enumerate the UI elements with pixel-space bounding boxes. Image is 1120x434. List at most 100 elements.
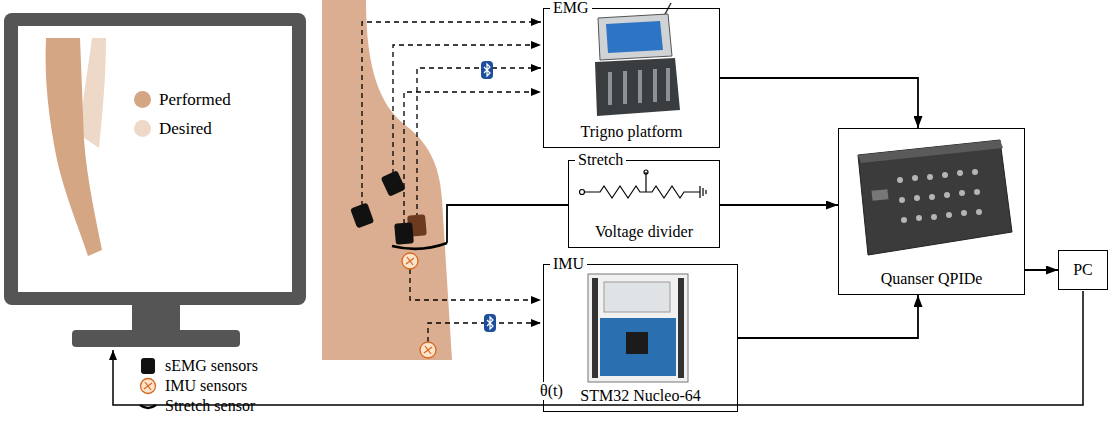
qpide-device — [929, 194, 935, 200]
legend-sample — [139, 377, 157, 395]
trigno-device — [595, 58, 680, 116]
legend-item: Stretch sensor — [139, 397, 255, 415]
arm-figure — [46, 38, 102, 256]
imu-box: IMUSTM32 Nucleo-64 — [543, 264, 738, 412]
legend-item: IMU sensors — [139, 377, 247, 395]
nucleo-board — [626, 332, 648, 354]
qpide-device — [914, 195, 920, 201]
trigno-device — [595, 3, 680, 116]
trigno-device — [598, 14, 672, 60]
legend-sample — [139, 397, 157, 415]
daq-box: Quanser QPIDe — [838, 128, 1025, 295]
stretch-sample — [140, 405, 156, 408]
signal-arrow — [738, 295, 918, 338]
signal-arrow — [720, 204, 838, 206]
legend-swatch — [134, 91, 151, 108]
qpide-device — [946, 212, 952, 218]
semg-sensor — [350, 203, 374, 229]
signal-arrow — [720, 78, 918, 128]
stretch-wire — [447, 205, 568, 243]
box-label: Trigno platform — [580, 123, 682, 141]
imu-sensor — [420, 342, 436, 358]
trigno-device — [606, 21, 663, 53]
stretch-wire — [392, 205, 568, 249]
semg-sensor — [350, 170, 427, 245]
legend-item: Desired — [134, 119, 212, 139]
monitor-illustration — [132, 304, 180, 331]
imu-sensor — [424, 346, 432, 354]
imu-sample — [144, 382, 152, 390]
qpide-device — [897, 169, 982, 223]
imu-sensor — [402, 253, 418, 269]
qpide-device — [897, 177, 903, 183]
bluetooth-icon — [484, 314, 496, 332]
sensor-sample — [141, 358, 155, 374]
pc-box: PC — [1058, 250, 1108, 290]
resistor-symbol — [580, 170, 707, 198]
legend-sample — [139, 357, 157, 375]
nucleo-board — [592, 278, 598, 378]
stretch-box: StretchVoltage divider — [568, 160, 720, 248]
sensor-wires — [362, 22, 541, 206]
qpide-device — [931, 214, 937, 220]
bluetooth-icon — [484, 314, 496, 332]
human-body — [322, 0, 452, 360]
sensor-wires — [362, 22, 541, 342]
imu-sensor — [402, 253, 436, 358]
legend-label: Stretch sensor — [165, 397, 255, 415]
feedback-wire — [113, 291, 1083, 405]
box-label: PC — [1073, 261, 1093, 279]
box-heading: EMG — [550, 0, 592, 17]
legend-label: Performed — [159, 90, 231, 110]
legend-item: sEMG sensors — [139, 357, 258, 375]
qpide-device — [974, 189, 980, 195]
legend-item: Performed — [134, 90, 231, 110]
qpide-device — [901, 217, 907, 223]
resistor-symbol — [645, 172, 646, 192]
legend-label: Desired — [159, 119, 212, 139]
sensor-wires — [417, 68, 541, 218]
imu-sample — [141, 379, 156, 394]
monitor-illustration — [18, 26, 292, 292]
nucleo-board — [604, 282, 670, 312]
bluetooth-icon — [481, 61, 496, 332]
sensor-wires — [393, 45, 541, 174]
nucleo-board — [588, 274, 688, 382]
monitor-illustration — [4, 13, 306, 305]
semg-sensor — [394, 222, 414, 244]
box-heading: IMU — [550, 255, 587, 273]
box-label: Voltage divider — [595, 223, 693, 241]
monitor-illustration — [72, 330, 240, 347]
bluetooth-icon — [481, 61, 493, 79]
qpide-device — [942, 172, 948, 178]
legend-label: IMU sensors — [165, 377, 247, 395]
qpide-device — [957, 170, 963, 176]
signal-name: θ(t) — [538, 382, 565, 400]
semg-sensor — [381, 170, 406, 197]
human-body — [322, 0, 452, 360]
legend-label: sEMG sensors — [165, 357, 258, 375]
qpide-device — [872, 189, 889, 201]
qpide-device — [927, 174, 933, 180]
qpide-device — [858, 140, 1012, 255]
bluetooth-icon — [487, 317, 493, 329]
qpide-device — [912, 175, 918, 181]
nucleo-board — [588, 274, 688, 382]
sensor-wires — [410, 269, 541, 300]
legend-swatch — [134, 120, 151, 137]
qpide-device — [944, 192, 950, 198]
monitor-illustration — [4, 13, 306, 347]
arm-figure — [80, 38, 106, 148]
bluetooth-icon — [484, 64, 490, 76]
box-heading: Stretch — [575, 151, 626, 169]
feedback-wire — [113, 291, 1083, 405]
qpide-device — [959, 190, 965, 196]
resistor-symbol — [700, 186, 706, 198]
trigno-device — [610, 68, 668, 105]
arm-figure — [46, 38, 106, 256]
signal-arrow — [1025, 269, 1058, 271]
qpide-device — [961, 210, 967, 216]
resistor-symbol — [644, 170, 648, 174]
resistor-symbol — [580, 190, 585, 195]
